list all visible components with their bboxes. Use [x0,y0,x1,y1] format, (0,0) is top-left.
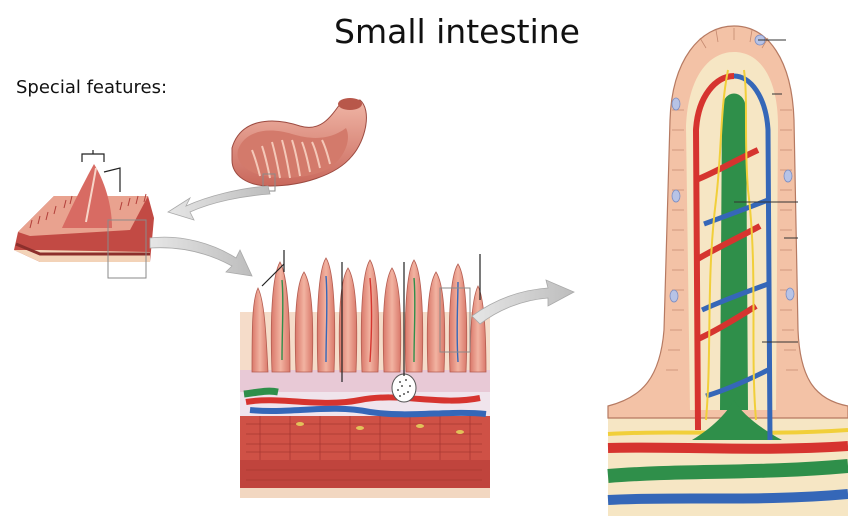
special-features-label: Special features: [16,77,168,98]
curved-arrow-icon [167,185,271,221]
villus-detail-illustration [607,25,848,516]
circular-fold-section-illustration [14,150,154,279]
page-title: Small intestine [334,12,580,51]
intestine-tube-illustration [231,98,367,192]
mucosa-block-illustration [240,250,490,498]
curved-arrow-icon [471,279,575,325]
curved-arrow-icon [149,236,253,277]
